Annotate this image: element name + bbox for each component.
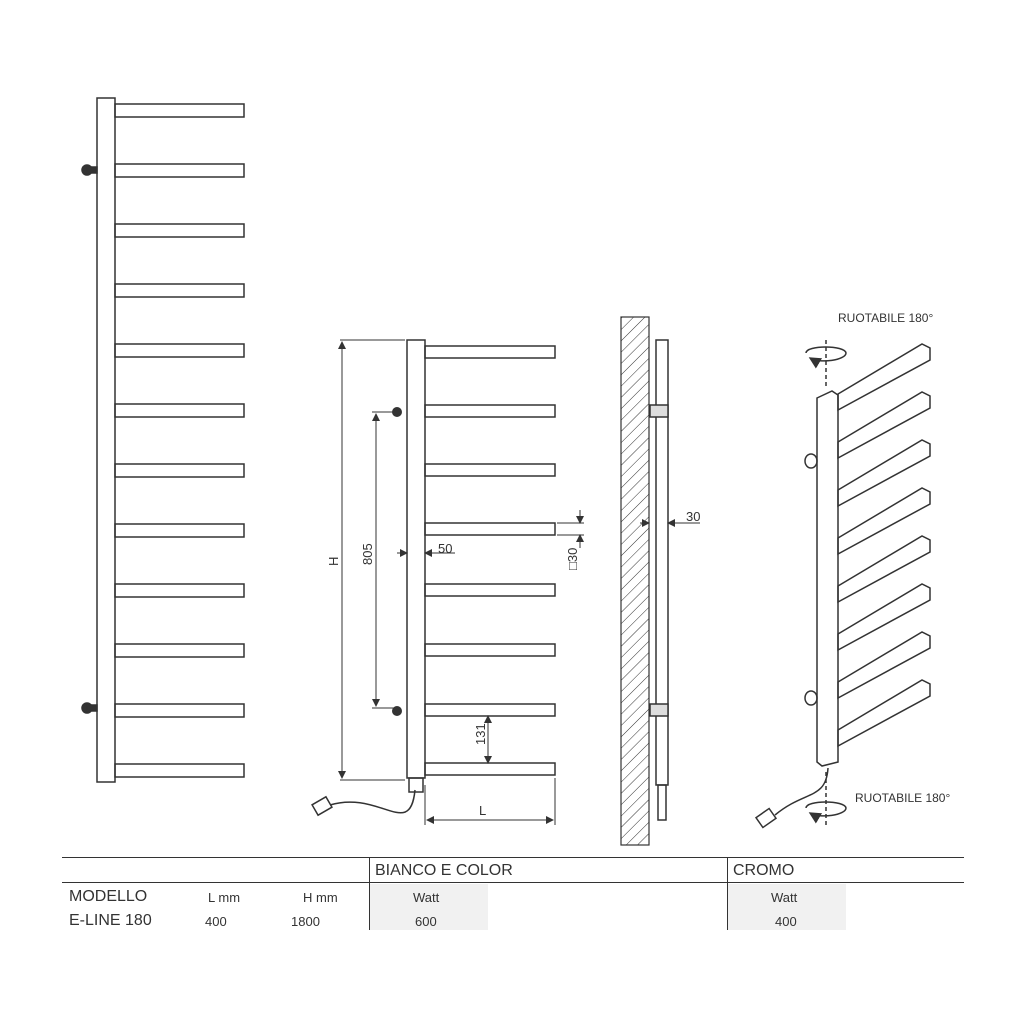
group-header-cromo: CROMO — [733, 862, 795, 879]
perspective-view — [754, 340, 931, 829]
header-length: L mm — [208, 890, 241, 905]
header-watt-cromo: Watt — [771, 890, 798, 905]
row-model: E-LINE 180 — [69, 912, 152, 929]
side-view-element — [657, 784, 667, 821]
dimension-view-post — [406, 339, 426, 779]
dim-depth-label: 50 — [438, 541, 452, 556]
header-height: H mm — [303, 890, 338, 905]
rotate-top-icon — [805, 346, 847, 369]
dim-length-label: L — [479, 803, 486, 818]
watt-shade-2 — [728, 884, 846, 930]
watt-shade-1 — [370, 884, 488, 930]
table-header-rule — [62, 882, 964, 883]
dimension-view-bars — [424, 345, 556, 776]
dimension-view: H 805 50 □30 131 L — [311, 339, 584, 825]
front-view — [81, 97, 245, 783]
table-divider-1 — [369, 857, 370, 930]
rotate-bottom-label: RUOTABILE 180° — [855, 791, 950, 805]
plug-icon — [311, 795, 333, 817]
technical-drawing: H 805 50 □30 131 L 30 — [81, 97, 950, 846]
heating-element-cap — [408, 777, 424, 793]
dim-bottom-gap-label: 131 — [473, 723, 488, 745]
row-watt-bianco: 600 — [415, 914, 437, 929]
dim-bar-section-label: □30 — [565, 548, 580, 570]
perspective-cable — [774, 767, 829, 816]
header-watt-bianco: Watt — [413, 890, 440, 905]
row-height: 1800 — [291, 914, 320, 929]
dim-height-label: H — [326, 557, 341, 566]
dim-spacing-label: 805 — [360, 543, 375, 565]
rotate-top-label: RUOTABILE 180° — [838, 311, 933, 325]
header-model: MODELLO — [69, 888, 148, 905]
dim-wall-gap-label: 30 — [686, 509, 700, 524]
power-cable — [329, 789, 416, 814]
front-view-post — [96, 97, 116, 783]
wall-section — [620, 316, 650, 846]
table-divider-2 — [727, 857, 728, 930]
wall-bracket-icon — [804, 453, 818, 706]
wall-bracket-icon — [81, 164, 98, 714]
front-view-bars — [114, 103, 245, 778]
side-view: 30 — [620, 316, 700, 846]
group-header-bianco: BIANCO E COLOR — [375, 862, 513, 879]
table-top-rule — [62, 857, 964, 858]
spec-table: BIANCO E COLOR CROMO MODELLO L mm H mm W… — [0, 850, 1024, 1024]
row-length: 400 — [205, 914, 227, 929]
row-watt-cromo: 400 — [775, 914, 797, 929]
perspective-bars — [837, 343, 931, 748]
rotate-bottom-icon — [805, 801, 847, 824]
wall-bracket-icon — [392, 407, 402, 716]
plug-icon — [754, 807, 778, 829]
perspective-post — [816, 390, 839, 767]
